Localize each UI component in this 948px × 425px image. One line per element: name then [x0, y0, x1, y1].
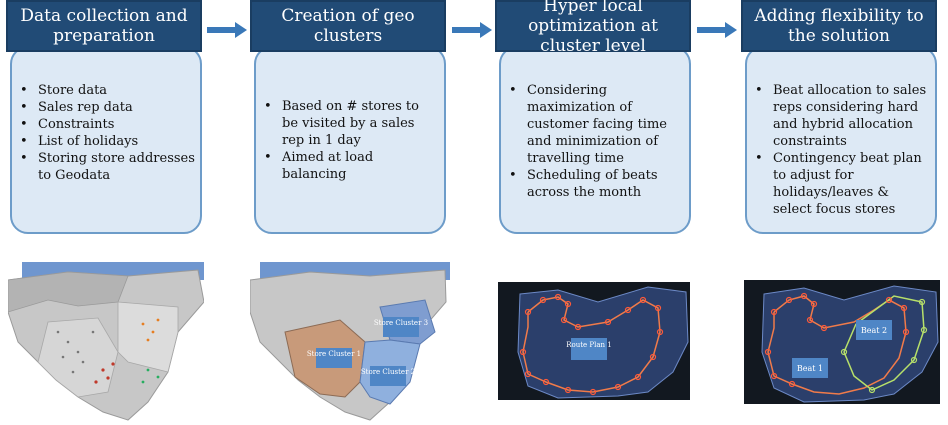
- route-map: Route Plan 1: [498, 282, 690, 400]
- step-3: Hyper local optimization at cluster leve…: [495, 0, 695, 240]
- step-title: Adding flexibility to the solution: [741, 0, 937, 52]
- arrow-right-icon: [697, 22, 737, 38]
- step-title: Data collection and preparation: [6, 0, 202, 52]
- bullet: Beat allocation to sales reps considerin…: [755, 82, 929, 150]
- bullet: Contingency beat plan to adjust for holi…: [755, 150, 929, 218]
- bullet: Store data: [20, 82, 200, 99]
- arrow-right-icon: [207, 22, 247, 38]
- bullet: Based on # stores to be visited by a sal…: [264, 98, 436, 149]
- bullet: Aimed at load balancing: [264, 149, 436, 183]
- svg-text:Store Cluster 3: Store Cluster 3: [374, 319, 428, 327]
- arrow-right-icon: [452, 22, 492, 38]
- cluster-map: Store Cluster 1 Store Cluster 3 Store Cl…: [250, 262, 450, 421]
- bullet: Constraints: [20, 116, 200, 133]
- cluster-label: Store Cluster 1: [307, 350, 361, 358]
- cluster-label: Store Cluster 2: [361, 368, 415, 376]
- svg-text:Beat 2: Beat 2: [861, 326, 887, 335]
- svg-text:Beat 1: Beat 1: [797, 364, 823, 373]
- svg-text:Store Cluster 1: Store Cluster 1: [307, 350, 361, 358]
- bullet: Sales rep data: [20, 99, 200, 116]
- cluster-label: Store Cluster 3: [374, 319, 428, 327]
- bullet: Scheduling of beats across the month: [509, 167, 681, 201]
- step-card: Store data Sales rep data Constraints Li…: [10, 46, 202, 234]
- beat-map: Beat 1 Beat 2: [744, 280, 940, 404]
- step-card: Beat allocation to sales reps considerin…: [745, 46, 937, 234]
- beat-label: Beat 1: [797, 364, 823, 373]
- store-map: [8, 262, 204, 421]
- step-card: Considering maximization of customer fac…: [499, 46, 691, 234]
- step-card: Based on # stores to be visited by a sal…: [254, 46, 446, 234]
- bullet: Storing store addresses to Geodata: [20, 150, 200, 184]
- bullet: Considering maximization of customer fac…: [509, 82, 681, 167]
- beat-label: Beat 2: [861, 326, 887, 335]
- step-1: Data collection and preparation Store da…: [6, 0, 206, 240]
- svg-text:Route Plan 1: Route Plan 1: [566, 341, 611, 349]
- svg-text:Store Cluster 2: Store Cluster 2: [361, 368, 415, 376]
- route-label: Route Plan 1: [566, 341, 611, 349]
- step-title: Hyper local optimization at cluster leve…: [495, 0, 691, 56]
- step-title: Creation of geo clusters: [250, 0, 446, 52]
- step-2: Creation of geo clusters Based on # stor…: [250, 0, 450, 240]
- step-4: Adding flexibility to the solution Beat …: [741, 0, 941, 240]
- bullet: List of holidays: [20, 133, 200, 150]
